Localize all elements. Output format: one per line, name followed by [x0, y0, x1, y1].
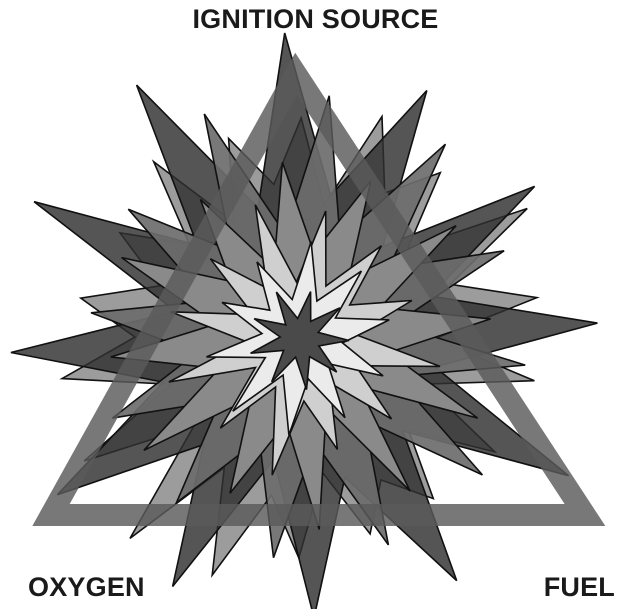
fuel-label: FUEL: [544, 572, 615, 603]
ignition-source-label: IGNITION SOURCE: [0, 4, 631, 35]
oxygen-label: OXYGEN: [28, 572, 145, 603]
